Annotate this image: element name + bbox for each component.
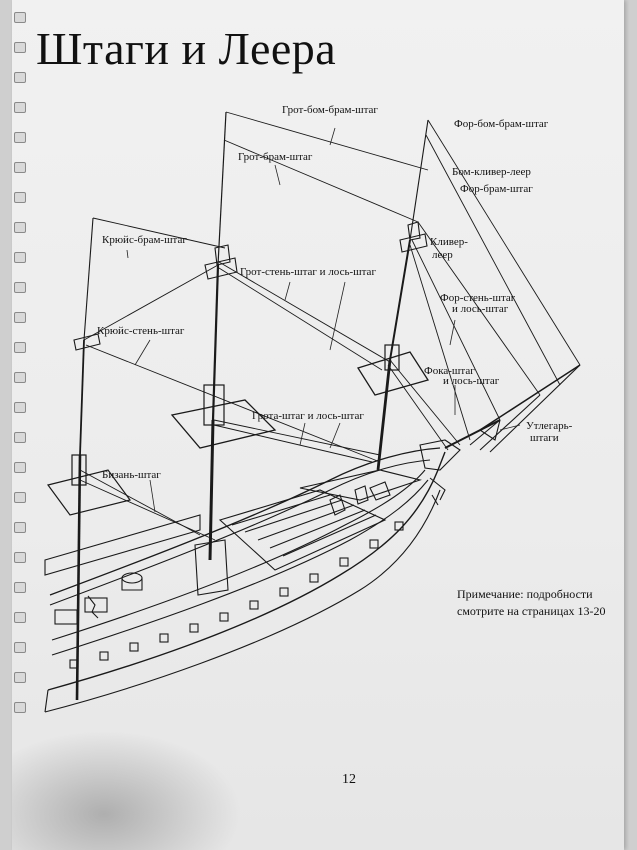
label-foka-shtag-line2: и лось-штаг <box>443 375 499 387</box>
label-kliver-leer-line2: леер <box>432 249 453 261</box>
page-number: 12 <box>342 772 356 788</box>
label-grot-sten-shtag: Грот-стень-штаг и лось-штаг <box>240 266 376 278</box>
label-grot-bom-bram-shtag: Грот-бом-брам-штаг <box>282 104 378 116</box>
footnote-line2: смотрите на страницах 13-20 <box>457 603 606 620</box>
label-utlegar-line1: Утлегарь- <box>526 420 572 432</box>
label-kliver-leer-line1: Кливер- <box>430 236 468 248</box>
label-kruys-sten-shtag: Крюйс-стень-штаг <box>97 325 184 337</box>
footnote-line1: Примечание: подробности <box>457 586 606 603</box>
label-utlegar-line2: штаги <box>530 432 559 444</box>
label-bizan-shtag: Бизань-штаг <box>102 469 161 481</box>
label-kruys-bram-shtag: Крюйс-брам-штаг <box>102 234 187 246</box>
label-grot-bram-shtag: Грот-брам-штаг <box>238 151 312 163</box>
footnote: Примечание: подробности смотрите на стра… <box>457 586 606 620</box>
label-for-sten-shtag-line2: и лось-штаг <box>452 303 508 315</box>
label-for-bram-shtag: Фор-брам-штаг <box>460 183 533 195</box>
label-grota-shtag: Грота-штаг и лось-штаг <box>252 410 364 422</box>
label-bom-kliver-leer: Бом-кливер-леер <box>452 166 531 178</box>
label-for-bom-bram-shtag: Фор-бом-брам-штаг <box>454 118 548 130</box>
